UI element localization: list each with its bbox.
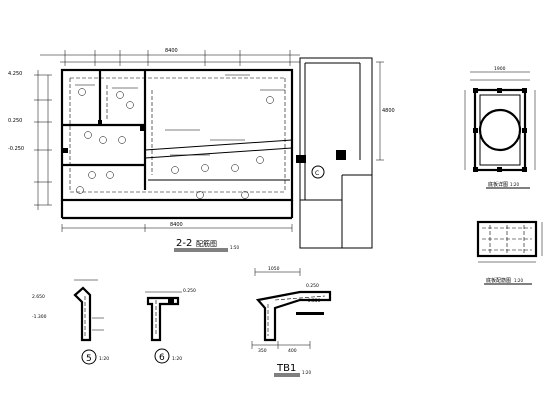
tb1-elev-top: 0.250 [306,283,319,289]
d6-number: 6 [159,353,165,363]
adjacent-structure: C 4800 [296,57,395,249]
detail-tb1: 1050 0.250 -0.350 350 400 TB1 1:20 [251,266,332,377]
plan-detail: 1900 底板详图 1:20 [464,66,536,189]
right-top-scale: 1:20 [510,182,519,187]
right-bottom-scale: 1:20 [514,278,523,283]
elev-1: 4.250 [8,71,22,77]
d6-elev-top: 0.250 [183,288,196,294]
d5-scale: 1:20 [99,356,109,362]
tb1-title: TB1 [276,363,296,374]
detail-6: 0.250 6 1:20 [145,288,196,364]
elev-3: 0.250 [8,118,22,124]
main-title-number: 2-2 [176,238,192,249]
d5-number: 5 [86,354,92,364]
main-title-suffix: 配筋图 [196,239,217,248]
detail-5: 2.650 -1.300 5 1:20 [32,279,109,365]
tb1-dim-b: 400 [288,348,297,354]
circle-c-label: C [315,170,319,177]
dim-rt-width: 1900 [494,66,506,72]
right-bottom-label: 底板配筋图 [486,277,511,284]
main-section: 8400 4.250 0.250 -0.250 [8,48,300,252]
slab-rebar-detail: 底板配筋图 1:20 [476,220,543,285]
dim-right-height: 4800 [382,108,395,114]
d5-elev-bot: -1.300 [32,314,47,320]
right-top-label: 底板详图 [488,181,508,188]
elev-5: -0.250 [8,146,24,152]
d5-elev-top: 2.650 [32,294,45,300]
tb1-scale: 1:20 [302,370,311,375]
dim-bottom-total: 8400 [170,222,183,228]
main-title-scale: 1:50 [230,245,239,250]
tb1-dim-a: 350 [258,348,267,354]
tb1-dim-total: 1050 [268,266,280,272]
d6-scale: 1:20 [172,356,182,362]
dim-top-total: 8400 [165,48,178,54]
